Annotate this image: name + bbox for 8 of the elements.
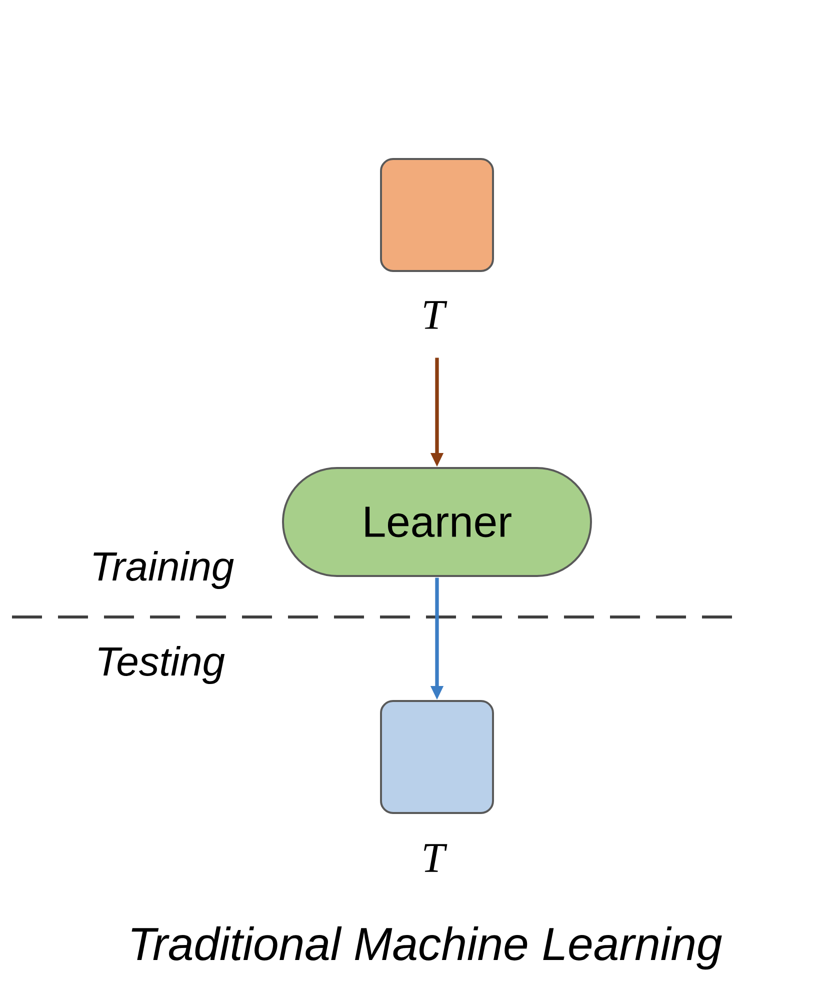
section-label: Testing — [98, 646, 225, 684]
beside-label: T — [424, 301, 448, 329]
caption: Traditional Machine Learning — [132, 926, 722, 970]
square-box — [380, 700, 494, 814]
process-pill: Learner — [282, 467, 592, 577]
square-box — [380, 158, 494, 272]
section-label: Training — [94, 551, 234, 589]
beside-label: T — [424, 844, 448, 872]
